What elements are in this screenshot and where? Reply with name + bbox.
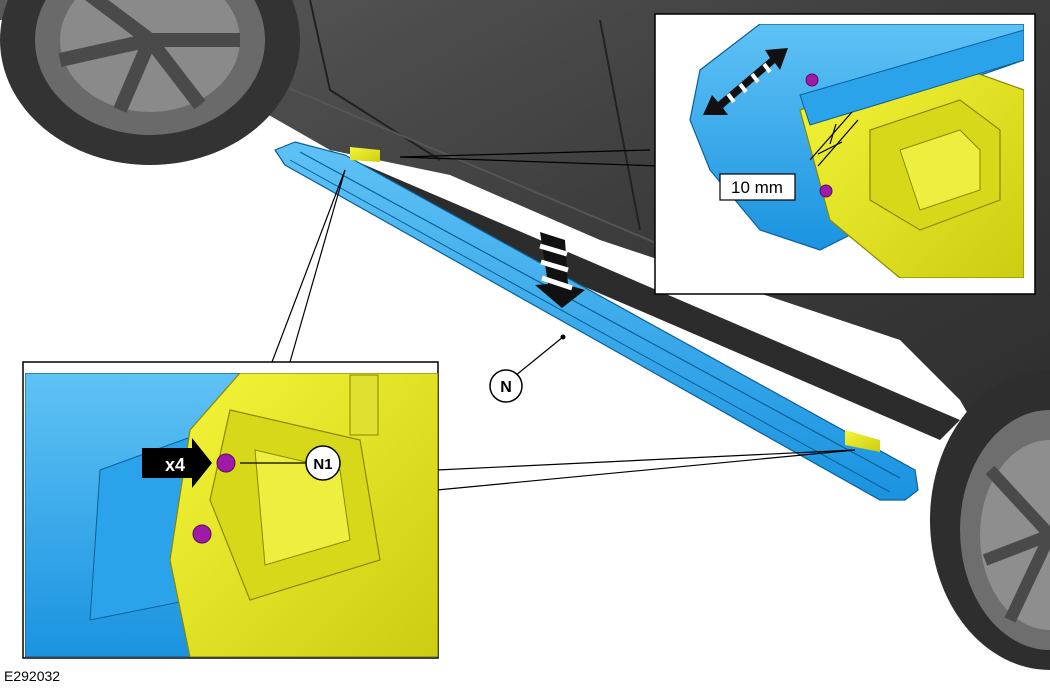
callout-n-circle (489, 369, 523, 403)
callout-n1-circle (305, 445, 341, 481)
figure-id: E292032 (4, 668, 61, 684)
inset-leader-lines (271, 149, 856, 491)
gap-dimension-label: 10 mm (731, 178, 783, 197)
install-direction-arrow-icon (535, 232, 585, 308)
quantity-arrow-icon (142, 438, 212, 488)
callout-n1-label: N1 (313, 456, 332, 473)
inset-gap-detail: 10 mm (654, 13, 1036, 295)
quantity-label: x4 (165, 455, 185, 475)
front-wheel (0, 0, 300, 165)
running-board (274, 141, 919, 501)
callout-n-label: N (500, 379, 512, 396)
rear-wheel (930, 370, 1050, 670)
inset-fastener-detail: x4 N1 (22, 361, 439, 659)
fastener-n1-upper (216, 453, 236, 473)
fastener-lower (819, 184, 833, 198)
callout-leader-n-dot (560, 334, 566, 340)
fastener-upper (805, 73, 819, 87)
callout-leader-n (509, 336, 564, 381)
adjust-direction-arrow-icon (703, 48, 788, 115)
fastener-n1-lower (192, 524, 212, 544)
